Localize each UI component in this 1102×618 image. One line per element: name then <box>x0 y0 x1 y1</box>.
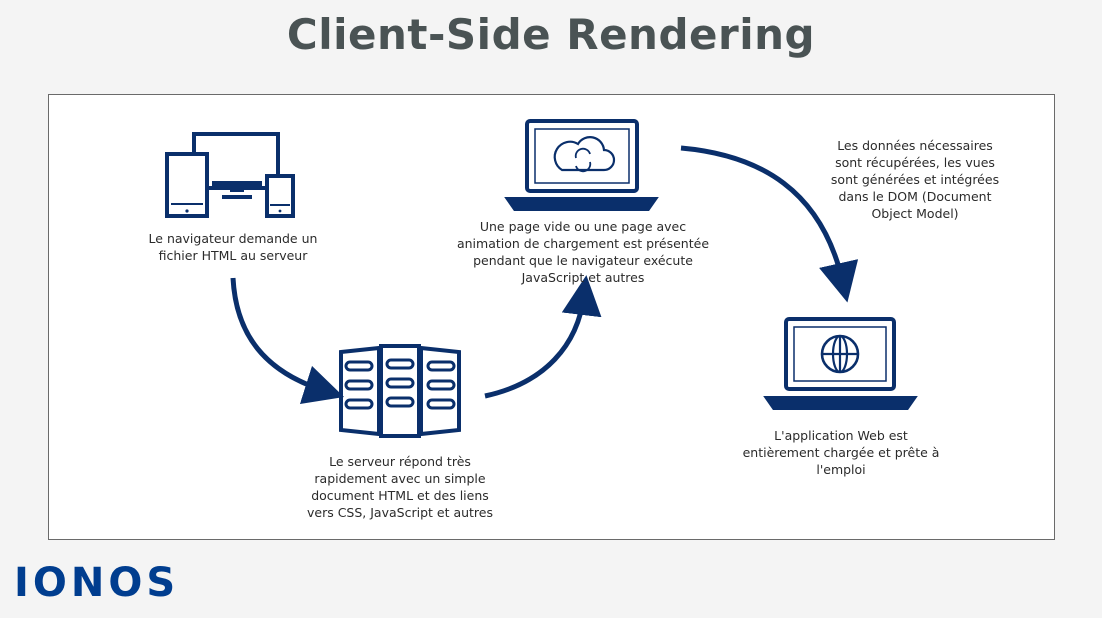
step-4-label: Les données nécessaires sont récupérées,… <box>830 138 1000 221</box>
ionos-logo: IONOS <box>14 560 180 606</box>
server-icon <box>339 344 461 438</box>
step-3-label: Une page vide ou une page avec animation… <box>456 219 710 285</box>
page-title: Client-Side Rendering <box>286 10 816 59</box>
devices-icon <box>165 132 295 218</box>
arrow-laptop-to-app <box>680 145 859 303</box>
step-5-label: L'application Web est entièrement chargé… <box>742 428 940 477</box>
arrow-server-to-laptop <box>484 275 602 399</box>
step-2-label: Le serveur répond très rapidement avec u… <box>306 454 493 520</box>
laptop-sync-icon <box>504 119 659 211</box>
laptop-globe-icon <box>763 317 918 410</box>
arrow-devices-to-server <box>230 277 345 405</box>
step-1-label: Le navigateur demande un fichier HTML au… <box>148 231 318 263</box>
